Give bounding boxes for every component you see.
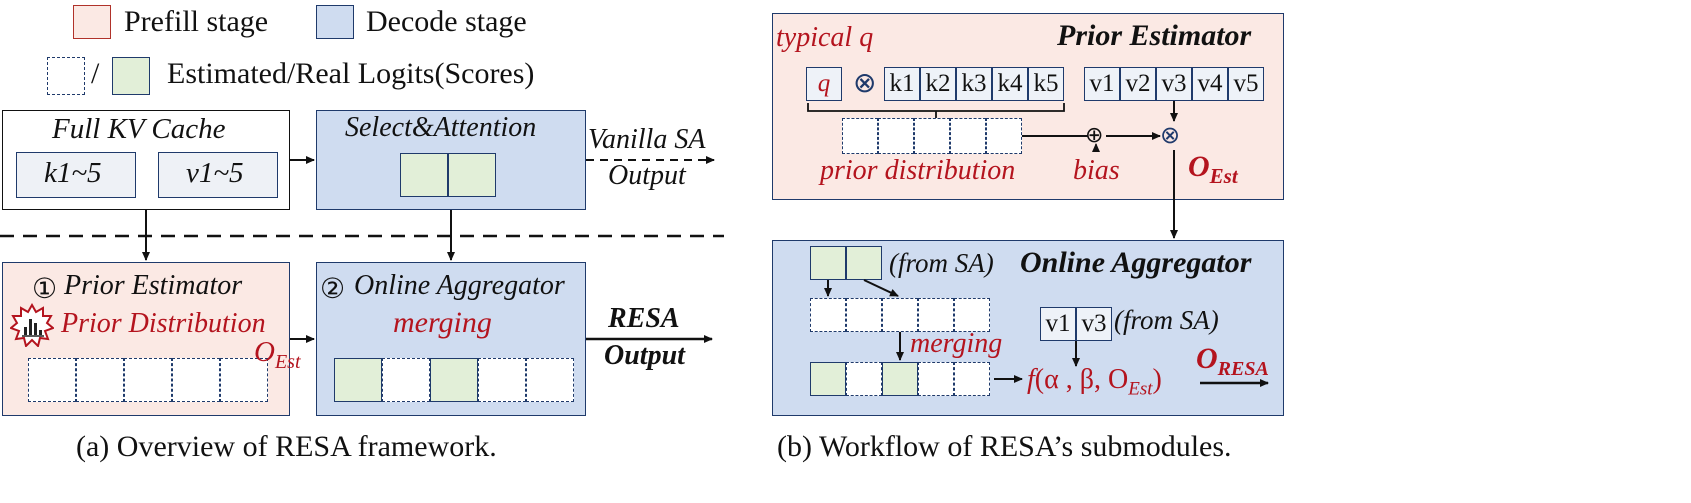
online-aggregator-number: ② <box>320 272 346 305</box>
merged-cell-2 <box>382 358 430 402</box>
prior-estimator-panel-title: Prior Estimator <box>1057 19 1252 52</box>
selected-logit-2 <box>448 153 496 197</box>
plus-icon: ⊕ <box>1085 123 1104 148</box>
prior-distribution-label: Prior Distribution <box>61 308 266 339</box>
merged-cell-3 <box>430 358 478 402</box>
prior-dist-cell-2 <box>76 358 124 402</box>
online-aggregator-panel-title: Online Aggregator <box>1020 246 1252 279</box>
select-attention-title: Select&Attention <box>345 112 537 143</box>
estimated-cell-3 <box>882 298 918 332</box>
prior-estimator-panel <box>772 13 1284 200</box>
prior-distribution-cell-5 <box>986 118 1022 154</box>
vanilla-output-label: Output <box>608 160 686 191</box>
selected-logit-1 <box>400 153 448 197</box>
key-cell-3: k3 <box>956 67 992 101</box>
prior-dist-cell-4 <box>172 358 220 402</box>
estimated-cell-1 <box>810 298 846 332</box>
value-cell-3: v3 <box>1156 67 1192 101</box>
legend-slash: / <box>91 57 100 90</box>
vanilla-sa-label: Vanilla SA <box>588 124 706 155</box>
selected-value-v1: v1 <box>1040 307 1076 341</box>
legend-decode-swatch <box>316 5 354 39</box>
merged-cell-4 <box>478 358 526 402</box>
from-sa-label-2: (from SA) <box>1114 305 1219 335</box>
brace-q-keys <box>807 103 1065 118</box>
merged-cell-1 <box>334 358 382 402</box>
caption-a: (a) Overview of RESA framework. <box>76 430 497 463</box>
v-cache-box <box>158 152 278 198</box>
selected-value-v3: v3 <box>1076 307 1112 341</box>
k-cache-box <box>16 152 136 198</box>
estimated-cell-4 <box>918 298 954 332</box>
prior-estimator-number: ① <box>32 272 58 305</box>
merged-b-cell-4 <box>918 362 954 396</box>
merged-b-cell-5 <box>954 362 990 396</box>
value-cell-1: v1 <box>1084 67 1120 101</box>
v-cache-label: v1~5 <box>186 157 244 189</box>
merging-label-a: merging <box>393 306 492 339</box>
sa-real-cell-1 <box>810 246 846 280</box>
prior-distribution-text: prior distribution <box>820 155 1016 186</box>
legend-real-swatch <box>112 57 150 95</box>
legend-prefill-swatch <box>73 5 111 39</box>
histogram-badge-icon <box>10 303 54 347</box>
merged-b-cell-2 <box>846 362 882 396</box>
merging-label-b: merging <box>910 328 1003 359</box>
prior-dist-cell-3 <box>124 358 172 402</box>
from-sa-label-1: (from SA) <box>889 248 994 278</box>
bias-label: bias <box>1073 155 1120 186</box>
value-cell-5: v5 <box>1228 67 1264 101</box>
key-cell-2: k2 <box>920 67 956 101</box>
arrow-sa-cell2-diag <box>863 279 899 297</box>
key-cell-5: k5 <box>1028 67 1064 101</box>
aggregation-function: f(α , β, OEst) <box>1027 364 1162 400</box>
value-cell-4: v4 <box>1192 67 1228 101</box>
legend-decode-label: Decode stage <box>366 5 527 38</box>
estimated-cell-2 <box>846 298 882 332</box>
o-est-label-a: OEst <box>254 336 301 373</box>
k-cache-label: k1~5 <box>44 157 102 189</box>
key-cell-1: k1 <box>884 67 920 101</box>
resa-label: RESA <box>608 303 680 334</box>
key-cell-4: k4 <box>992 67 1028 101</box>
legend-logits-label: Estimated/Real Logits(Scores) <box>167 57 535 90</box>
times-icon: ⊗ <box>853 66 877 99</box>
value-cell-2: v2 <box>1120 67 1156 101</box>
prior-dist-cell-1 <box>28 358 76 402</box>
q-cell: q <box>806 67 842 101</box>
times-icon-2: ⊗ <box>1160 121 1181 149</box>
estimated-cell-5 <box>954 298 990 332</box>
prior-distribution-cell-1 <box>842 118 878 154</box>
merged-b-cell-3 <box>882 362 918 396</box>
merged-cell-5 <box>526 358 574 402</box>
caption-b: (b) Workflow of RESA’s submodules. <box>777 430 1232 463</box>
o-resa-label: ORESA <box>1196 342 1269 380</box>
prior-dist-cell-5 <box>220 358 268 402</box>
typical-q-label: typical q <box>776 22 874 53</box>
prior-distribution-cell-3 <box>914 118 950 154</box>
online-aggregator-title: Online Aggregator <box>354 270 565 301</box>
prior-distribution-cell-2 <box>878 118 914 154</box>
resa-output-label: Output <box>604 340 685 371</box>
full-kv-cache-title: Full KV Cache <box>52 113 226 145</box>
legend-prefill-label: Prefill stage <box>124 5 269 38</box>
legend-estimated-swatch <box>47 57 85 95</box>
o-est-label-b: OEst <box>1188 150 1238 188</box>
sa-real-cell-2 <box>846 246 882 280</box>
prior-distribution-cell-4 <box>950 118 986 154</box>
merged-b-cell-1 <box>810 362 846 396</box>
prior-estimator-title: Prior Estimator <box>64 270 243 301</box>
